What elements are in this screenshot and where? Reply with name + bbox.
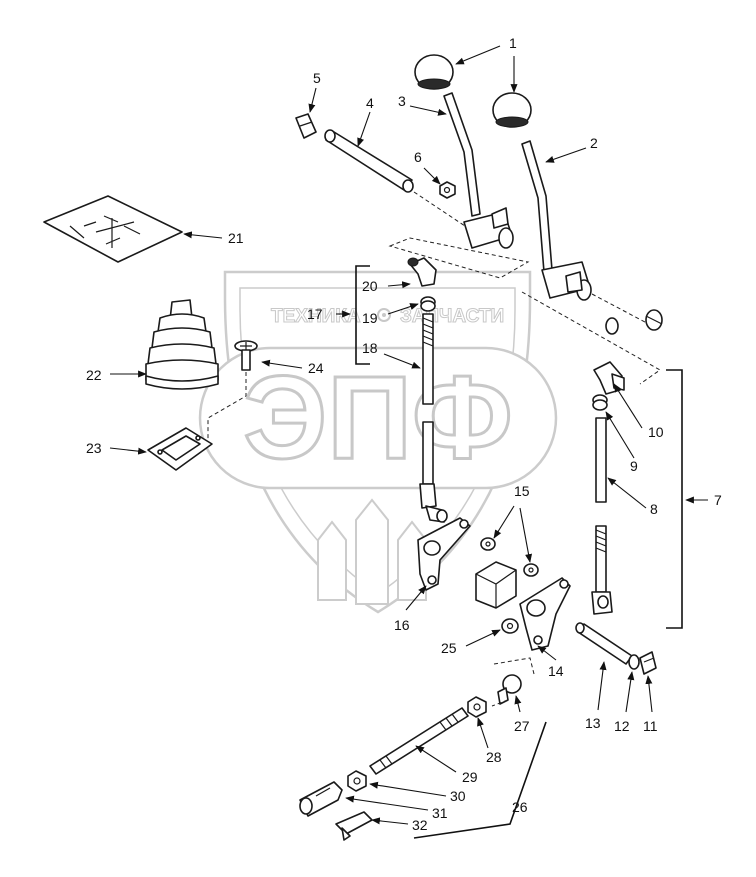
callout-30: 30 — [450, 788, 466, 804]
watermark-gear-icon — [377, 308, 391, 322]
leaders — [109, 45, 708, 825]
callout-28: 28 — [486, 749, 502, 765]
callout-6: 6 — [414, 149, 422, 165]
part-15-washer-a — [480, 537, 496, 551]
part-14-shift-lever-plate — [519, 577, 571, 651]
callout-31: 31 — [432, 805, 448, 821]
part-1-knob-right — [492, 92, 532, 128]
part-19-nut — [420, 296, 436, 312]
part-10-elbow-fitting — [593, 361, 625, 395]
callout-1: 1 — [509, 35, 517, 51]
callout-32: 32 — [412, 817, 428, 833]
bracket-17 — [355, 265, 370, 365]
part-12-washer — [628, 654, 640, 670]
callout-9: 9 — [630, 458, 638, 474]
callout-16: 16 — [394, 617, 410, 633]
callout-26: 26 — [512, 799, 528, 815]
callout-3: 3 — [398, 93, 406, 109]
part-15-washer-b — [523, 563, 539, 577]
part-27-ball-joint — [497, 674, 522, 705]
callout-25: 25 — [441, 640, 457, 656]
part-30-nut — [347, 770, 367, 792]
part-4-pivot-shaft — [324, 129, 414, 193]
watermark-corn-icon — [317, 498, 427, 605]
callout-13: 13 — [585, 715, 601, 731]
watermark-brand-left: ТЕХНИКА — [271, 306, 361, 327]
callout-29: 29 — [462, 769, 478, 785]
part-24-bolt — [234, 340, 258, 371]
callout-4: 4 — [366, 95, 374, 111]
callout-23: 23 — [86, 440, 102, 456]
part-29-threaded-rod — [369, 707, 469, 775]
part-21-shift-pattern-decal — [43, 195, 183, 263]
part-1-knob-left — [414, 54, 454, 90]
callout-21: 21 — [228, 230, 244, 246]
part-25-washer — [501, 618, 519, 634]
part-28-nut — [467, 696, 487, 718]
part-32-clip — [335, 811, 373, 841]
callout-20: 20 — [362, 278, 378, 294]
part-18-rod — [419, 313, 448, 523]
part-13-pin — [575, 622, 633, 665]
callout-7: 7 — [714, 492, 722, 508]
part-31-clevis — [299, 781, 343, 817]
part-2-shift-lever — [521, 140, 592, 301]
callout-24: 24 — [308, 360, 324, 376]
callout-22: 22 — [86, 367, 102, 383]
bracket-26 — [413, 721, 547, 839]
callout-19: 19 — [362, 310, 378, 326]
callout-5: 5 — [313, 70, 321, 86]
part-22-rubber-boot — [145, 299, 219, 390]
part-23-cover-plate — [147, 427, 213, 471]
callout-15: 15 — [514, 483, 530, 499]
part-16-shift-lever-plate — [417, 517, 471, 591]
callout-11: 11 — [643, 718, 658, 734]
part-3-shift-lever — [443, 92, 514, 249]
callout-10: 10 — [648, 424, 664, 440]
callout-8: 8 — [650, 501, 658, 517]
part-9-nut — [592, 394, 608, 411]
part-8-rod — [591, 417, 613, 615]
callout-12: 12 — [614, 718, 630, 734]
callout-17: 17 — [307, 306, 323, 322]
watermark-brand-right: ЗАПЧАСТИ — [400, 306, 504, 327]
callout-27: 27 — [514, 718, 530, 734]
part-5-clip — [295, 113, 317, 139]
part-11-clip — [639, 651, 657, 675]
bracket-7 — [666, 369, 683, 629]
part-6-nut — [439, 181, 456, 199]
part-block — [475, 561, 517, 609]
watermark-brand-large: ЭПФ — [243, 352, 512, 484]
callout-2: 2 — [590, 135, 598, 151]
part-washers-right — [605, 309, 663, 335]
callout-14: 14 — [548, 663, 564, 679]
callout-18: 18 — [362, 340, 378, 356]
watermark: ЭПФ ТЕХНИКА ЗАПЧАСТИ — [198, 270, 558, 614]
part-20-elbow-fitting — [407, 257, 437, 287]
